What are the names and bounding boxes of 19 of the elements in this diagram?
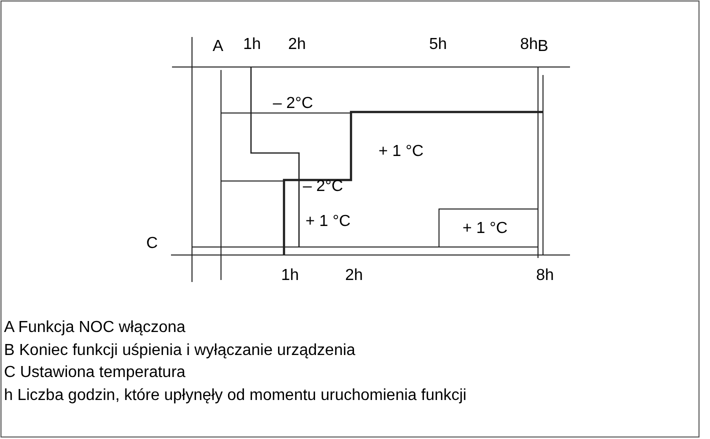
time-label: 2h bbox=[288, 36, 306, 54]
marker-label: C bbox=[146, 235, 158, 253]
temperature-change-label: + 1 °C bbox=[378, 143, 424, 161]
temperature-change-label: – 2°C bbox=[272, 95, 314, 113]
legend-note: A Funkcja NOC włączona bbox=[4, 318, 186, 338]
legend-note: C Ustawiona temperatura bbox=[4, 363, 186, 383]
marker-label: B bbox=[538, 38, 548, 56]
marker-label: A bbox=[212, 38, 224, 56]
temperature-change-label: + 1 °C bbox=[305, 213, 351, 231]
time-label: 2h bbox=[345, 267, 363, 285]
temperature-change-label: – 2°C bbox=[302, 178, 344, 196]
time-label: 1h bbox=[243, 36, 261, 54]
time-label: 8h bbox=[520, 36, 538, 54]
time-label: 1h bbox=[281, 267, 299, 285]
time-label: 8h bbox=[536, 267, 554, 285]
legend-note: B Koniec funkcji uśpienia i wyłączanie urządzenia bbox=[4, 341, 356, 361]
time-label: 5h bbox=[429, 36, 447, 54]
temperature-change-label: + 1 °C bbox=[462, 220, 508, 238]
legend-note: h Liczba godzin, które upłynęły od momentu uruchomienia funkcji bbox=[4, 386, 466, 406]
